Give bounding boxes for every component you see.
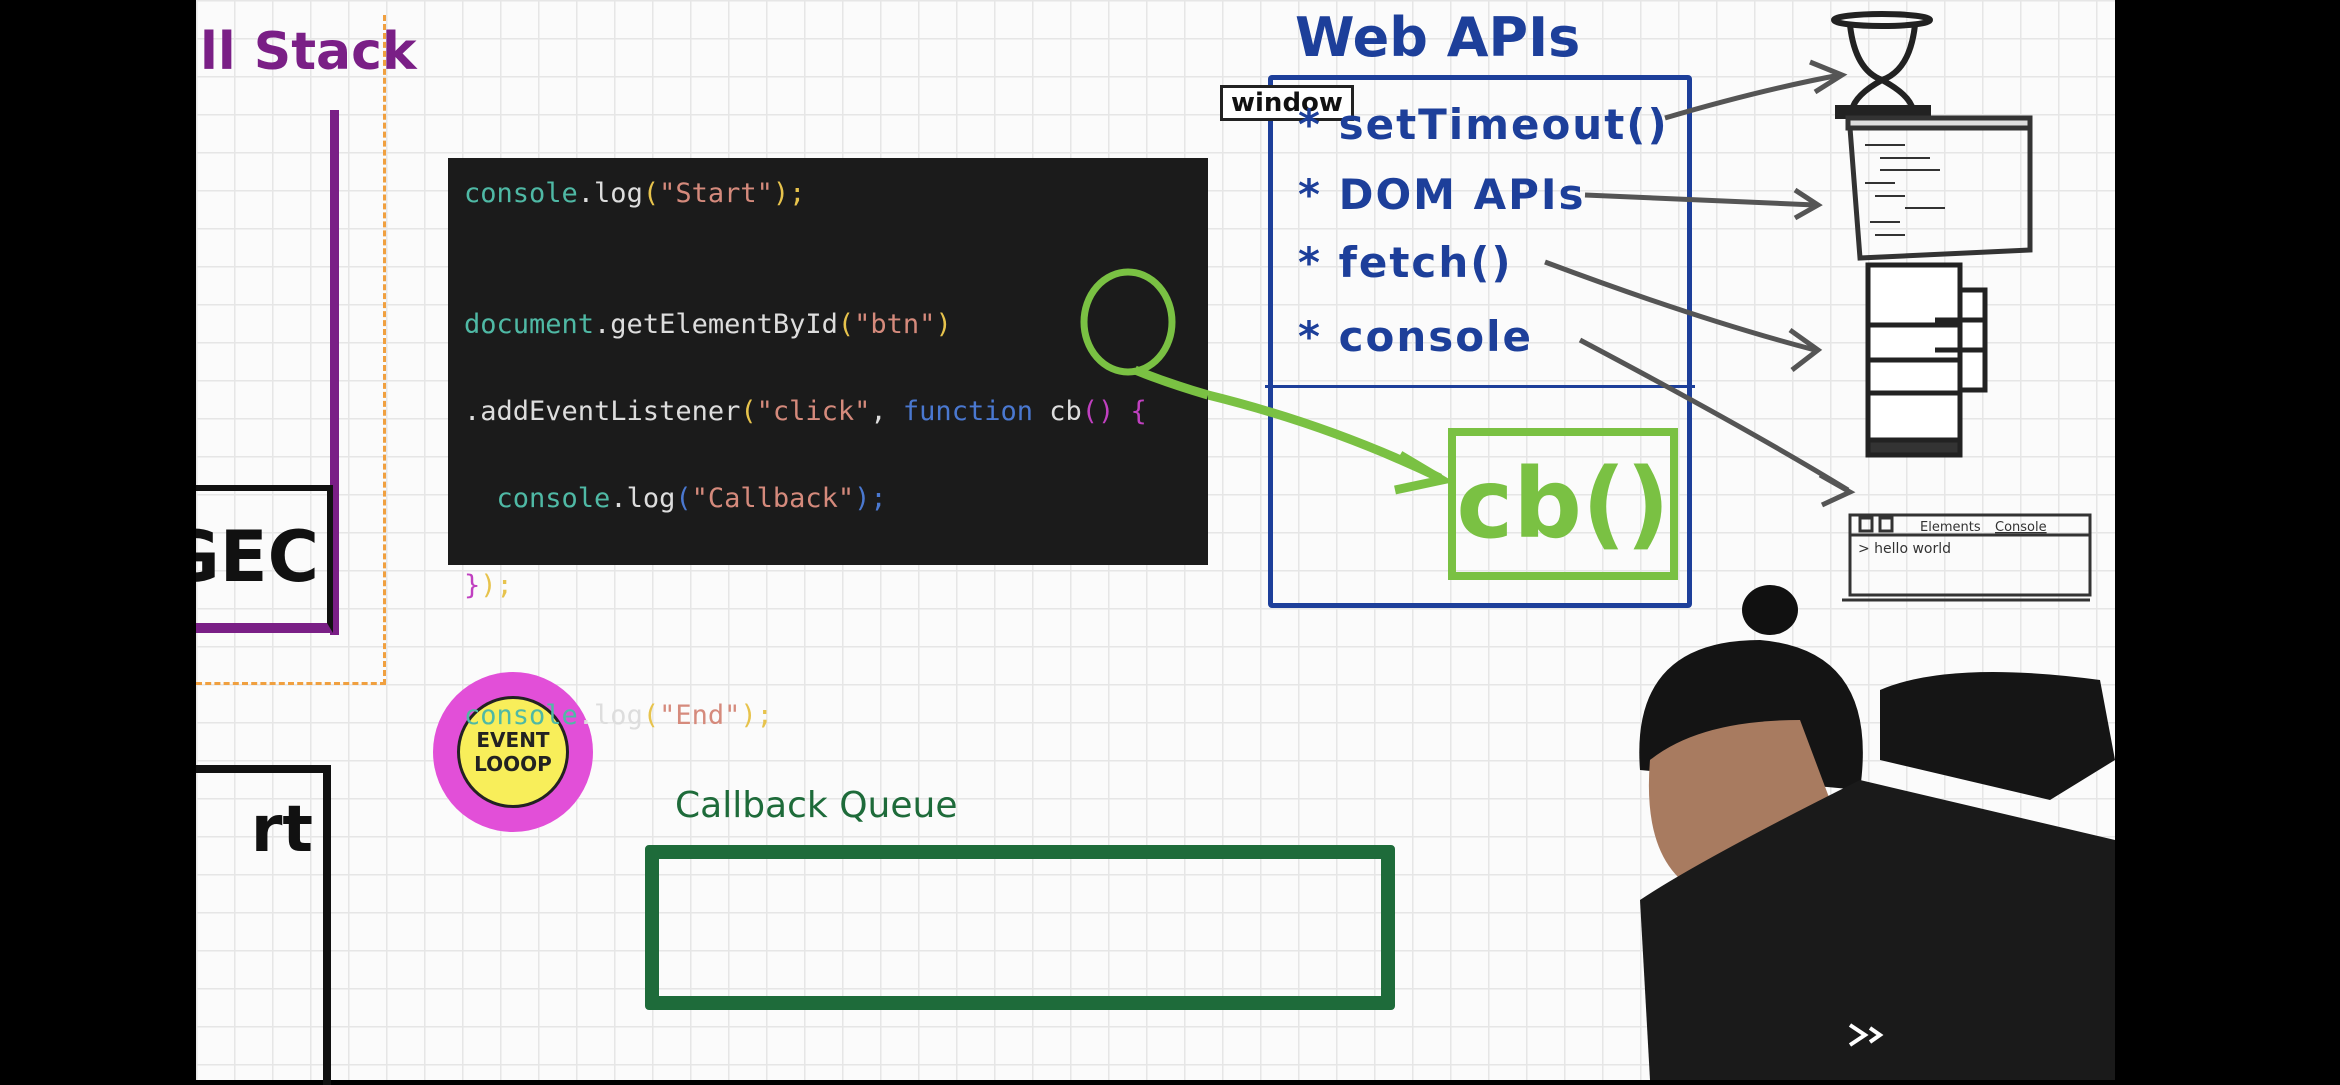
web-apis-box (1268, 75, 1692, 608)
code-line: }); (464, 569, 513, 601)
arrow-fetch (1544, 259, 1816, 353)
callback-queue-box (645, 845, 1395, 1010)
code-line: console.log("Callback"); (496, 482, 887, 514)
api-fetch: * fetch() (1298, 238, 1513, 287)
code-snippet: console.log("Start"); document.getElemen… (448, 158, 1208, 731)
event-loop-icon: EVENT LOOOP (433, 672, 593, 832)
window-label: window (1220, 85, 1354, 121)
server-icon (1865, 262, 1988, 458)
api-settimeout: * setTimeout() (1298, 100, 1669, 149)
call-stack-title: ll Stack (200, 22, 417, 82)
event-loop-label: EVENT LOOOP (457, 696, 569, 808)
cb-highlight-overlay (1080, 268, 1210, 400)
hourglass-icon (1831, 11, 1933, 119)
call-stack-line (330, 110, 339, 635)
global-label: rt (250, 793, 313, 867)
cb-arrow (1206, 390, 1442, 483)
devtools-tab-elements: Elements (1920, 520, 1981, 535)
dom-browser-icon (1845, 115, 2033, 261)
callback-box: cb() (1448, 428, 1678, 580)
api-console: * console (1298, 312, 1533, 361)
code-line: console.log("End"); (464, 700, 773, 731)
api-dom: * DOM APIs (1298, 170, 1586, 219)
code-line: console.log("Start"); (464, 178, 806, 209)
global-box: rt (196, 765, 331, 1085)
web-apis-divider (1265, 385, 1695, 388)
web-apis-title: Web APIs (1295, 6, 1581, 69)
arrow-settimeout (1664, 72, 1841, 121)
dashed-border (196, 15, 386, 685)
right-letterbox (2115, 0, 2340, 1080)
left-letterbox (0, 0, 196, 1080)
presenter-webcam (1639, 585, 2115, 1080)
code-line: document.getElementById("btn") (464, 308, 952, 340)
cb-highlight-circle (1080, 268, 1176, 376)
devtools-tab-console: Console (1995, 520, 2047, 535)
gec-label: GEC (196, 516, 319, 598)
callback-queue-label: Callback Queue (675, 785, 958, 826)
devtools-console-icon (1842, 513, 2092, 602)
gec-frame: GEC (196, 485, 333, 633)
cb-arrow-start (1133, 365, 1210, 400)
arrow-dom (1584, 192, 1816, 208)
devtools-output: > hello world (1858, 541, 1951, 557)
arrow-console (1578, 337, 1850, 493)
code-line: .addEventListener("click", function cb()… (464, 395, 1147, 427)
